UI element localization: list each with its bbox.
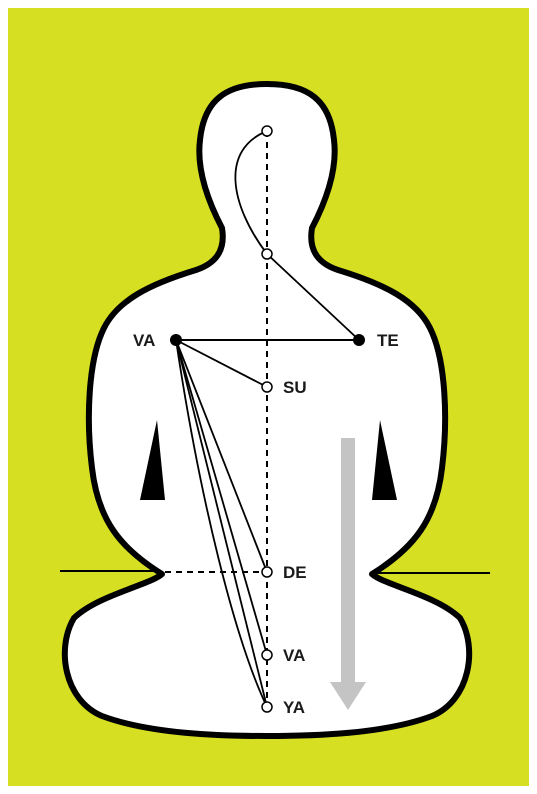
chest-point [262,382,272,392]
lower-va-point [262,650,272,660]
shoulder-left-point [170,334,182,346]
label-chest: SU [283,378,307,397]
label-shoulder-left: VA [133,331,155,350]
label-shoulder-right: TE [377,331,399,350]
label-lower-va: VA [283,646,305,665]
throat-point [262,249,272,259]
shoulder-right-point [353,334,365,346]
navel-point [262,567,272,577]
label-base: YA [283,698,305,717]
base-point [262,702,272,712]
crown-point [262,126,272,136]
label-navel: DE [283,563,307,582]
